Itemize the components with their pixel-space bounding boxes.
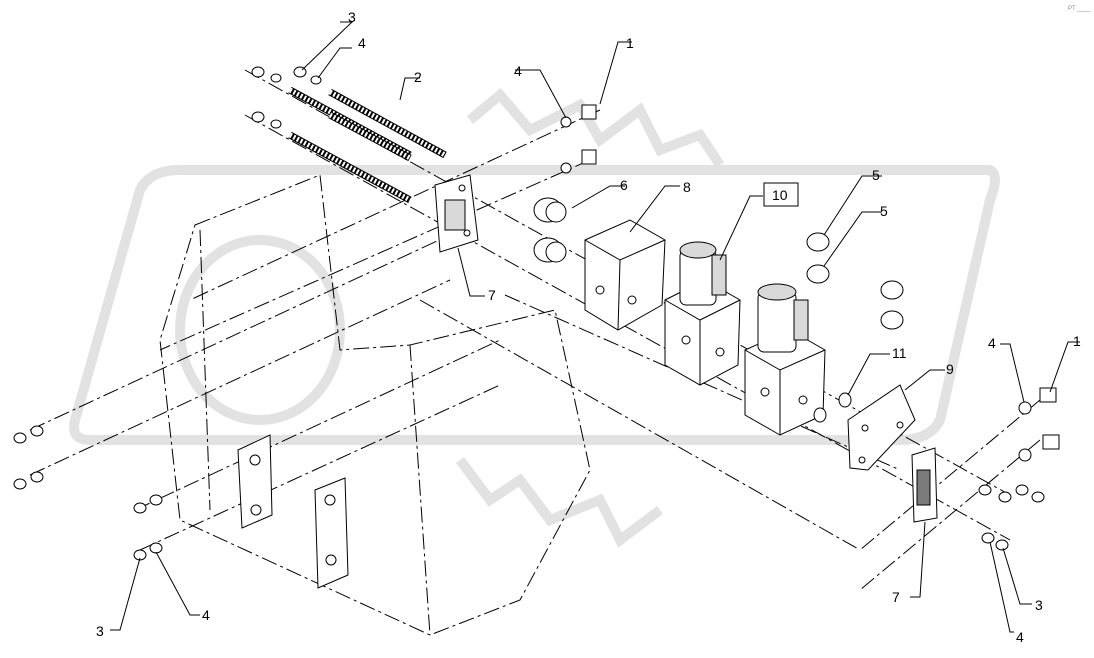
solenoid-valve-left [664, 241, 741, 386]
callout-9: 9 [946, 361, 954, 377]
callout-7-mid: 7 [488, 287, 496, 303]
leader-lines [110, 21, 1080, 633]
callout-11: 11 [892, 345, 907, 361]
spacer-bracket-right [911, 447, 938, 523]
valve-body-8 [584, 219, 666, 331]
corner-mark: PT ____ [1068, 6, 1091, 12]
mounting-plate-left [237, 434, 273, 529]
callout-1-top: 1 [626, 35, 634, 51]
callout-4-bottom-right: 4 [1016, 629, 1024, 645]
callout-7-bottom: 7 [892, 589, 900, 605]
nuts-washers-right [978, 484, 1045, 551]
callout-5-b: 5 [880, 203, 888, 219]
callout-10: 10 [772, 187, 788, 203]
callout-5-a: 5 [872, 167, 880, 183]
fittings-5 [806, 232, 904, 330]
tie-rods [288, 86, 447, 204]
callout-1-right: 1 [1073, 333, 1081, 349]
callout-4-bottom-left: 4 [202, 607, 210, 623]
callout-4-mid: 4 [514, 63, 522, 79]
callout-8: 8 [683, 179, 691, 195]
assembly-lines [29, 69, 1041, 591]
callout-3-top: 3 [348, 9, 356, 25]
callout-4-right: 4 [988, 335, 996, 351]
callout-3-bottom-left: 3 [96, 623, 104, 639]
callout-6: 6 [620, 177, 628, 193]
bolts-right [1018, 387, 1060, 462]
solenoid-valve-right [744, 283, 826, 436]
bolts-top [560, 104, 597, 174]
nuts-washers-left [13, 425, 163, 561]
spacer-bracket-middle [434, 174, 479, 253]
frame-housing [159, 174, 591, 636]
callout-labels: 3 4 2 4 1 6 8 10 5 5 7 11 9 4 1 7 3 4 3 … [96, 9, 1081, 645]
callout-2: 2 [414, 69, 422, 85]
callout-box-10 [763, 182, 799, 207]
callout-4-top: 4 [358, 35, 366, 51]
watermark-logo [69, 88, 1000, 548]
o-rings-11 [813, 392, 852, 423]
end-cover-9 [847, 384, 916, 471]
callout-3-right: 3 [1035, 597, 1043, 613]
fittings-6 [533, 197, 567, 263]
mounting-plate-bottom [314, 477, 349, 589]
